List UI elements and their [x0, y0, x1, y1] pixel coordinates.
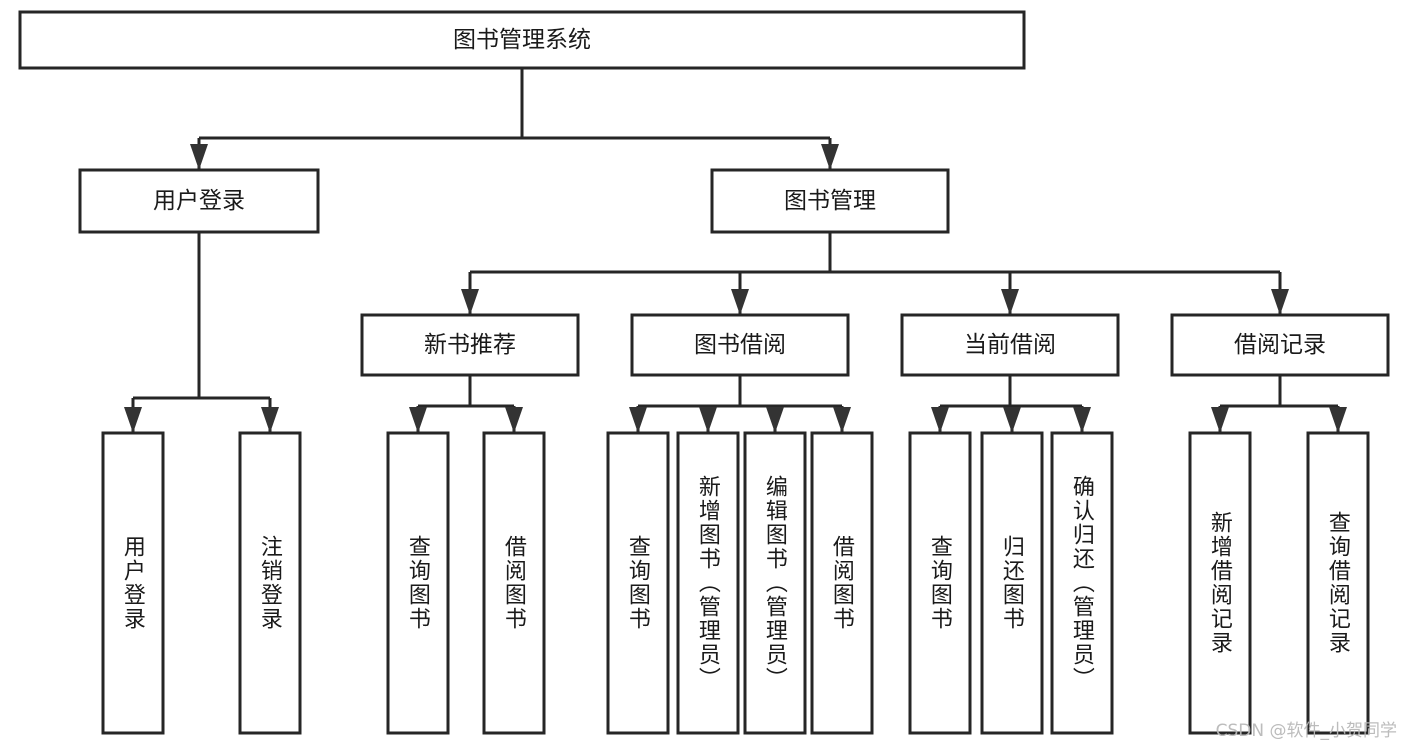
node-label-n-new-book-rec: 新书推荐 — [424, 331, 516, 357]
arrow-into-l_query_book_3 — [931, 407, 949, 433]
arrow-into-l_borrow_book_1 — [505, 407, 523, 433]
node-box-root[interactable] — [18, 10, 1026, 70]
node-label-n-borrow-record: 借阅记录 — [1234, 331, 1326, 357]
node-box-l-query-book-1[interactable] — [386, 431, 450, 735]
csdn-watermark: CSDN @软件_小贺同学 — [1215, 721, 1397, 741]
node-box-l-logout[interactable] — [238, 431, 302, 735]
node-box-n-book-mgmt[interactable] — [710, 168, 950, 234]
arrow-into-n_new_book_rec — [461, 289, 479, 315]
arrow-into-n_book_borrow — [731, 289, 749, 315]
node-label-n-user-login: 用户登录 — [153, 187, 245, 213]
node-box-n-current-borrow[interactable] — [900, 313, 1120, 377]
node-box-l-add-book[interactable] — [676, 431, 740, 735]
arrow-into-l_add_record — [1211, 407, 1229, 433]
arrow-into-l_user_login — [124, 407, 142, 433]
arrow-into-l_confirm_return — [1073, 407, 1091, 433]
arrow-into-l_edit_book — [766, 407, 784, 433]
node-box-l-borrow-book-1[interactable] — [482, 431, 546, 735]
edges-layer — [124, 68, 1347, 433]
arrow-into-l_query_book_1 — [409, 407, 427, 433]
node-box-l-query-book-2[interactable] — [606, 431, 670, 735]
node-label-root: 图书管理系统 — [453, 26, 591, 52]
arrow-into-n_current_borrow — [1001, 289, 1019, 315]
boxes-layer — [18, 10, 1390, 735]
arrow-into-l_borrow_book_2 — [833, 407, 851, 433]
arrow-into-n_book_mgmt — [821, 144, 839, 170]
arrow-into-n_user_login — [190, 144, 208, 170]
node-box-l-user-login[interactable] — [101, 431, 165, 735]
arrow-into-l_add_book — [699, 407, 717, 433]
node-box-l-edit-book[interactable] — [743, 431, 807, 735]
node-box-n-book-borrow[interactable] — [630, 313, 850, 377]
node-box-n-user-login[interactable] — [78, 168, 320, 234]
node-box-l-confirm-return[interactable] — [1050, 431, 1114, 735]
node-box-l-borrow-book-2[interactable] — [810, 431, 874, 735]
node-box-l-query-record[interactable] — [1306, 431, 1370, 735]
arrow-into-n_borrow_record — [1271, 289, 1289, 315]
node-label-n-book-mgmt: 图书管理 — [784, 187, 876, 213]
node-box-n-borrow-record[interactable] — [1170, 313, 1390, 377]
node-box-l-query-book-3[interactable] — [908, 431, 972, 735]
arrow-into-l_query_book_2 — [629, 407, 647, 433]
arrow-into-l_return_book — [1003, 407, 1021, 433]
node-box-l-add-record[interactable] — [1188, 431, 1252, 735]
node-label-n-book-borrow: 图书借阅 — [694, 331, 786, 357]
node-box-n-new-book-rec[interactable] — [360, 313, 580, 377]
node-box-l-return-book[interactable] — [980, 431, 1044, 735]
arrow-into-l_query_record — [1329, 407, 1347, 433]
node-label-n-current-borrow: 当前借阅 — [964, 331, 1056, 357]
arrow-into-l_logout — [261, 407, 279, 433]
